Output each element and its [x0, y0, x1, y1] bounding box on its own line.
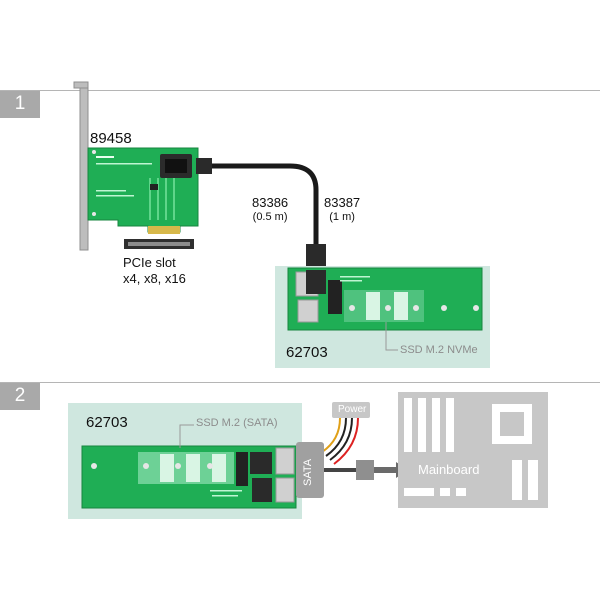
pcb-chip	[150, 184, 158, 190]
host-card-part-number: 89458	[90, 130, 132, 147]
mainboard-slot	[418, 398, 426, 452]
power-wire-black	[329, 417, 353, 461]
pcie-slot	[124, 239, 194, 249]
adapter-power-port	[275, 447, 295, 475]
adapter-sff-port	[250, 452, 272, 474]
ssd-nvme-leader	[385, 322, 398, 351]
host-sff-port	[165, 159, 187, 173]
adapter-board-nvme	[287, 267, 483, 351]
cable-b-length: (1 m)	[329, 211, 355, 223]
pcb-traces	[149, 178, 175, 220]
m2-pad	[186, 454, 200, 482]
power-cable	[321, 402, 370, 465]
mainboard-dimm	[512, 460, 522, 500]
ssd-sata-leader	[179, 424, 194, 448]
mainboard-slot	[432, 398, 440, 452]
mainboard-label: Mainboard	[418, 462, 480, 477]
silkscreen-mark	[96, 195, 134, 197]
m2-pad	[366, 292, 380, 320]
pcie-bracket	[79, 83, 89, 251]
m2-slot	[328, 280, 342, 314]
m2-standoff	[175, 463, 181, 469]
m2-pad	[212, 454, 226, 482]
m2-standoff	[143, 463, 149, 469]
mainboard-slot	[404, 398, 412, 452]
power-label: Power	[338, 404, 367, 415]
sata-plug	[356, 460, 374, 480]
cable-line	[212, 163, 319, 244]
pcie-slot-label-line2: x4, x8, x16	[123, 271, 186, 286]
mainboard-port	[456, 488, 466, 496]
mainboard-dimm	[528, 460, 538, 500]
silkscreen-mark	[96, 190, 126, 192]
section-1-divider	[0, 90, 600, 91]
adapter-sff-port-2	[252, 478, 272, 502]
sata-label: SATA	[302, 458, 314, 486]
step-2-number: 2	[14, 385, 26, 406]
cable-a-length: (0.5 m)	[252, 211, 288, 223]
m2-standoff	[349, 305, 355, 311]
m2-pad	[394, 292, 408, 320]
adapter-part-number-1: 62703	[286, 344, 328, 361]
step-1-badge: 1	[0, 90, 40, 118]
power-wire-black	[325, 417, 347, 457]
pcie-slot-label: PCIe slot x4, x8, x16	[123, 255, 186, 287]
mainboard-port	[404, 488, 434, 496]
sata-connector-block	[296, 442, 324, 498]
adapter-power-port	[297, 299, 319, 323]
m2-standoff	[441, 305, 447, 311]
mainboard	[398, 392, 548, 508]
mount-hole	[92, 212, 96, 216]
host-card-gold-fingers	[148, 226, 180, 234]
m2-pad	[160, 454, 174, 482]
m2-standoff	[385, 305, 391, 311]
cable-a-label: 83386 (0.5 m)	[252, 196, 288, 224]
ssd-sata-label: SSD M.2 (SATA)	[196, 417, 278, 429]
silkscreen-mark	[96, 156, 114, 158]
cable-b-label: 83387 (1 m)	[324, 196, 360, 224]
silkscreen-mark	[210, 490, 242, 492]
adapter-board-sata	[81, 424, 297, 509]
silkscreen-mark	[212, 495, 238, 497]
m2-standoff	[413, 305, 419, 311]
adapter-sff-port	[306, 270, 326, 294]
pcie-host-card	[73, 81, 199, 251]
step-1-number: 1	[14, 93, 26, 114]
ssd-nvme-label: SSD M.2 NVMe	[400, 344, 478, 356]
mainboard-port	[440, 488, 450, 496]
silkscreen-mark	[96, 163, 152, 165]
cable-plug-host	[196, 158, 212, 174]
power-wire-red	[333, 417, 359, 465]
cable-a-part-number: 83386	[252, 195, 289, 210]
step-2-badge: 2	[0, 382, 40, 410]
mount-hole	[92, 150, 96, 154]
silkscreen-mark	[340, 280, 362, 282]
m2-standoff	[91, 463, 97, 469]
bracket-tab	[73, 81, 89, 89]
pcie-slot-label-line1: PCIe slot	[123, 255, 176, 270]
mainboard-slot	[446, 398, 454, 452]
adapter-sata-port	[275, 477, 295, 503]
adapter-part-number-2: 62703	[86, 414, 128, 431]
m2-standoff	[207, 463, 213, 469]
m2-mount-area	[344, 290, 424, 322]
section-2-divider	[0, 382, 600, 383]
silkscreen-mark	[340, 276, 370, 278]
cpu-socket-inner	[500, 412, 524, 436]
power-wire-yellow	[321, 417, 341, 453]
cable-b-part-number: 83387	[324, 195, 361, 210]
sff-cable	[196, 158, 326, 266]
power-connector	[332, 402, 370, 418]
m2-standoff	[473, 305, 479, 311]
pcie-slot-contacts	[128, 242, 190, 246]
cable-plug-adapter	[306, 244, 326, 266]
m2-slot	[236, 452, 248, 486]
